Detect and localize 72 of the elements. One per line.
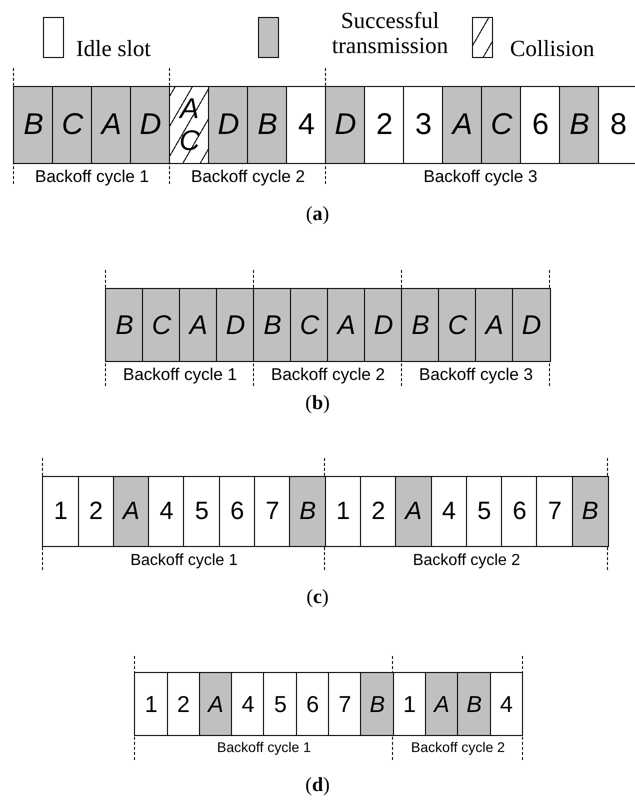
idle-slot: 2 [364,86,405,164]
transmission-slot: A [198,672,233,736]
transmission-slot: C [142,288,181,362]
transmission-slot: C [438,288,477,362]
transmission-slot: B [457,672,492,736]
transmission-slot: B [253,288,292,362]
cycle-label: Backoff cycle 2 [412,552,522,570]
transmission-slot: D [216,288,255,362]
idle-slot: 4 [286,86,327,164]
idle-slot: 5 [183,476,220,547]
idle-slot: 1 [134,672,168,736]
cycle-label: Backoff cycle 2 [410,740,506,756]
transmission-slot: B [559,86,600,164]
cycle-label: Backoff cycle 2 [190,168,306,187]
transmission-slot: D [130,86,171,164]
transmission-slot: B [13,86,54,164]
idle-slot: 4 [490,672,524,736]
transmission-slot: A [475,288,514,362]
legend-text: Idle slot [76,36,151,62]
idle-slot: 6 [218,476,256,547]
transmission-slot: B [572,476,609,547]
transmission-slot: B [401,288,440,362]
transmission-slot: B [247,86,288,164]
transmission-slot: C [52,86,93,164]
transmission-slot: C [290,288,329,362]
cycle-label: Backoff cycle 1 [129,552,239,570]
panel-caption: (d) [305,774,330,796]
idle-slot: 6 [520,86,561,164]
idle-slot: 3 [403,86,444,164]
transmission-slot: B [105,288,144,362]
cycle-label: Backoff cycle 2 [270,366,386,385]
idle-slot: 7 [328,672,362,736]
idle-slot: 1 [392,672,426,736]
idle-slot: 7 [536,476,574,547]
idle-slot: 1 [324,476,362,547]
transmission-slot: B [289,476,326,547]
cycle-label: Backoff cycle 1 [34,168,150,187]
idle-slot: 4 [430,476,468,547]
panel-caption: (a) [306,203,330,225]
transmission-slot: A [112,476,150,547]
idle-slot: 4 [231,672,265,736]
panel-caption: (b) [305,392,330,414]
idle-slot: 2 [78,476,114,547]
cycle-label: Backoff cycle 3 [422,168,539,187]
transmission-slot: A [442,86,483,164]
idle-slot: 5 [466,476,503,547]
transmission-slot: A [91,86,132,164]
transmission-slot: A [327,288,366,362]
transmission-slot: D [512,288,551,362]
transmission-slot: A [179,288,218,362]
idle-slot: 5 [263,672,298,736]
idle-slot: 7 [254,476,291,547]
legend-text: Collision [510,36,594,62]
transmission-slot: B [360,672,394,736]
cycle-label: Backoff cycle 1 [216,740,312,756]
idle-slot: 2 [166,672,200,736]
transmission-slot: D [325,86,366,164]
transmission-slot: A [395,476,432,547]
transmission-slot: A [424,672,459,736]
idle-slot: 6 [501,476,538,547]
cycle-label: Backoff cycle 3 [418,366,534,385]
idle-slot: 4 [148,476,185,547]
transmission-slot: D [364,288,403,362]
idle-slot: 6 [296,672,330,736]
idle-slot: 1 [42,476,80,547]
idle-slot: 2 [360,476,397,547]
legend-text: Successful transmission [330,8,450,59]
idle-slot: 8 [598,86,635,164]
transmission-slot: C [481,86,522,164]
cycle-label: Backoff cycle 1 [122,366,238,385]
panel-caption: (c) [306,586,329,608]
transmission-slot: D [208,86,249,164]
